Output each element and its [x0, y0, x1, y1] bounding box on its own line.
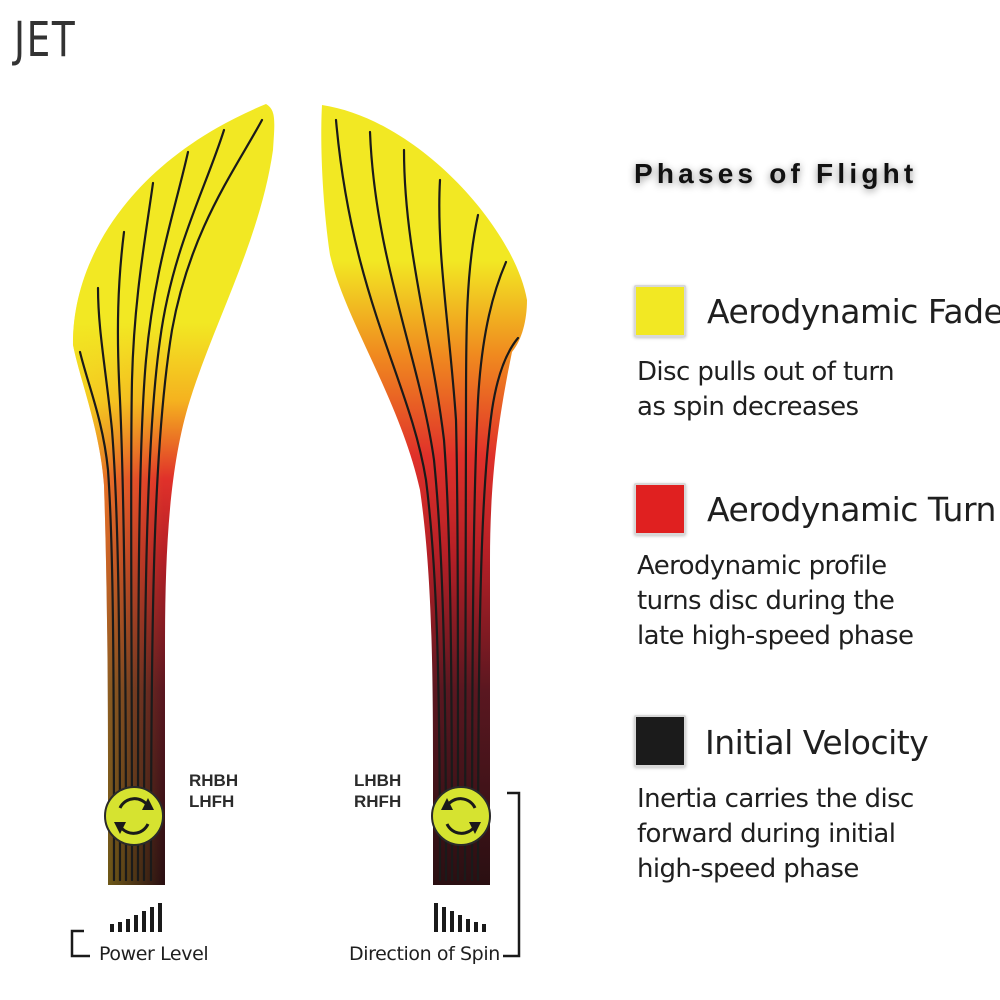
- disc-name-title: JET: [14, 12, 77, 68]
- throw-type-line: RHBH: [189, 771, 239, 790]
- turn-color-swatch: [634, 483, 686, 535]
- spin-direction-bracket: [503, 791, 521, 958]
- description-line: turns disc during the: [637, 586, 895, 616]
- fade-description: Disc pulls out of turn as spin decreases: [637, 355, 895, 425]
- fade-color-swatch: [634, 285, 686, 337]
- direction-of-spin-label: Direction of Spin: [349, 943, 500, 965]
- throw-type-label-right: LHBH RHFH: [354, 770, 401, 812]
- throw-type-line: RHFH: [354, 792, 402, 811]
- power-level-bars-icon: [110, 903, 162, 932]
- left-flight-path: [72, 104, 275, 885]
- fade-label: Aerodynamic Fade: [707, 292, 1000, 331]
- description-line: Disc pulls out of turn: [637, 357, 895, 387]
- description-line: high-speed phase: [637, 854, 859, 884]
- throw-type-line: LHBH: [354, 771, 402, 790]
- velocity-label: Initial Velocity: [705, 723, 929, 762]
- throw-type-label-left: RHBH LHFH: [189, 770, 238, 812]
- description-line: late high-speed phase: [637, 621, 914, 651]
- throw-type-line: LHFH: [189, 792, 235, 811]
- counter-clockwise-rotation-icon: [431, 786, 491, 846]
- clockwise-rotation-icon: [104, 786, 164, 846]
- description-line: as spin decreases: [637, 392, 859, 422]
- legend-title: Phases of Flight: [634, 158, 918, 189]
- spin-direction-bars-icon: [434, 903, 486, 932]
- turn-description: Aerodynamic profile turns disc during th…: [637, 549, 914, 654]
- right-flight-path: [321, 105, 527, 885]
- power-level-bracket: [70, 929, 90, 958]
- velocity-description: Inertia carries the disc forward during …: [637, 782, 914, 887]
- power-level-label: Power Level: [99, 943, 209, 965]
- description-line: Inertia carries the disc: [637, 784, 914, 814]
- description-line: Aerodynamic profile: [637, 551, 887, 581]
- velocity-color-swatch: [634, 715, 686, 767]
- description-line: forward during initial: [637, 819, 896, 849]
- turn-label: Aerodynamic Turn: [707, 490, 996, 529]
